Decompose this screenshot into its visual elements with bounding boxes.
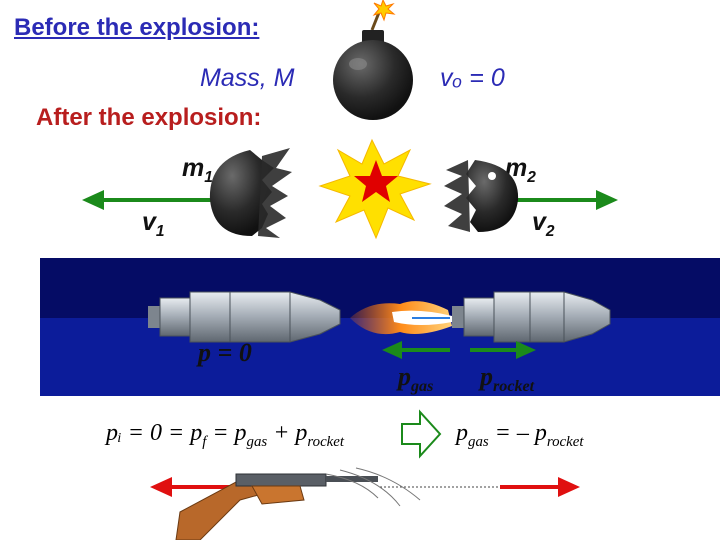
rocket-icon-after bbox=[452, 291, 611, 343]
heading-after-explosion: After the explosion: bbox=[36, 104, 262, 131]
fragment-mass-2-label: m2 bbox=[505, 154, 536, 186]
bomb-fragment-left bbox=[209, 148, 292, 238]
heading-before-explosion: Before the explosion: bbox=[14, 14, 260, 41]
velocity-1-label: v1 bbox=[142, 208, 165, 240]
fuse-spark-icon bbox=[372, 0, 396, 22]
mass-label: Mass, M bbox=[200, 64, 295, 92]
bomb-icon bbox=[333, 9, 413, 120]
total-momentum-label: p = 0 bbox=[198, 338, 252, 367]
initial-velocity-label: vₒ = 0 bbox=[440, 64, 505, 92]
gas-momentum-label: pgas bbox=[398, 362, 434, 396]
exhaust-flame bbox=[350, 301, 452, 335]
momentum-arrow-gas bbox=[382, 341, 450, 359]
momentum-result-equation: pgas = – procket bbox=[456, 420, 584, 450]
block-arrow-icon bbox=[401, 409, 442, 459]
rifle-icon bbox=[175, 467, 421, 540]
momentum-conservation-equation: pᵢ = 0 = pf = pgas + procket bbox=[106, 420, 345, 450]
rocket-icon bbox=[148, 291, 341, 343]
bullet-arrow-right bbox=[500, 477, 580, 497]
momentum-arrow-rocket bbox=[470, 341, 536, 359]
explosion-flash-icon bbox=[318, 138, 432, 240]
rocket-momentum-label: procket bbox=[480, 362, 535, 396]
bomb-fragment-right bbox=[444, 160, 519, 232]
velocity-2-label: v2 bbox=[532, 208, 555, 240]
fragment-mass-1-label: m1 bbox=[182, 154, 213, 186]
